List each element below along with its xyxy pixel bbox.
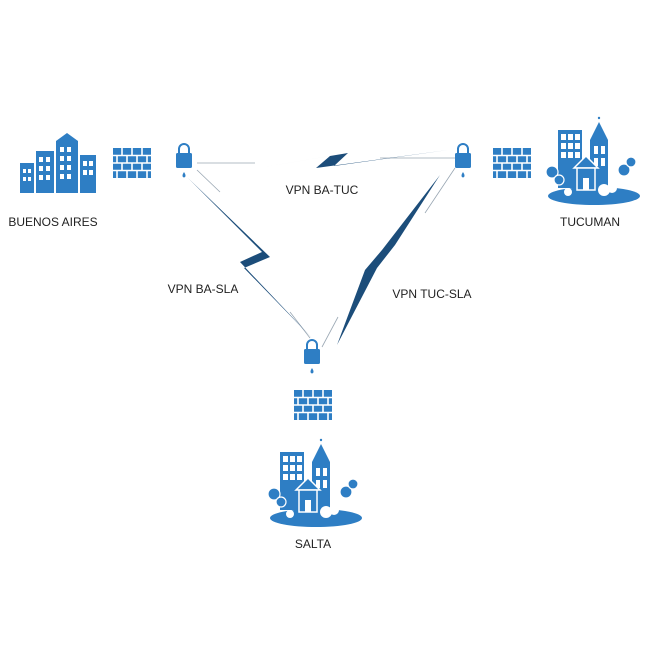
site-label-tucuman: TUCUMAN [560,215,620,229]
site-label-salta: SALTA [295,537,331,551]
link-label-ba-tuc: VPN BA-TUC [286,183,359,197]
link-label-ba-sla: VPN BA-SLA [168,282,239,296]
firewall-brick-icon [492,147,532,179]
firewall-brick-icon [112,147,152,179]
city-buildings-icon [20,133,96,193]
connection-lines [196,157,456,348]
padlock-icon [454,143,472,179]
firewall-brick-icon [293,389,333,421]
link-label-tuc-sla: VPN TUC-SLA [392,287,471,301]
town-icon [267,438,363,528]
padlock-icon [175,143,193,179]
vpn-tunnels [188,150,448,345]
bolt-tuc-sla [337,175,440,345]
padlock-icon [303,339,321,375]
site-label-buenos-aires: BUENOS AIRES [8,215,97,229]
bolt-ba-tuc [210,150,448,176]
town-icon [545,116,641,206]
bolt-ba-sla [188,178,312,338]
